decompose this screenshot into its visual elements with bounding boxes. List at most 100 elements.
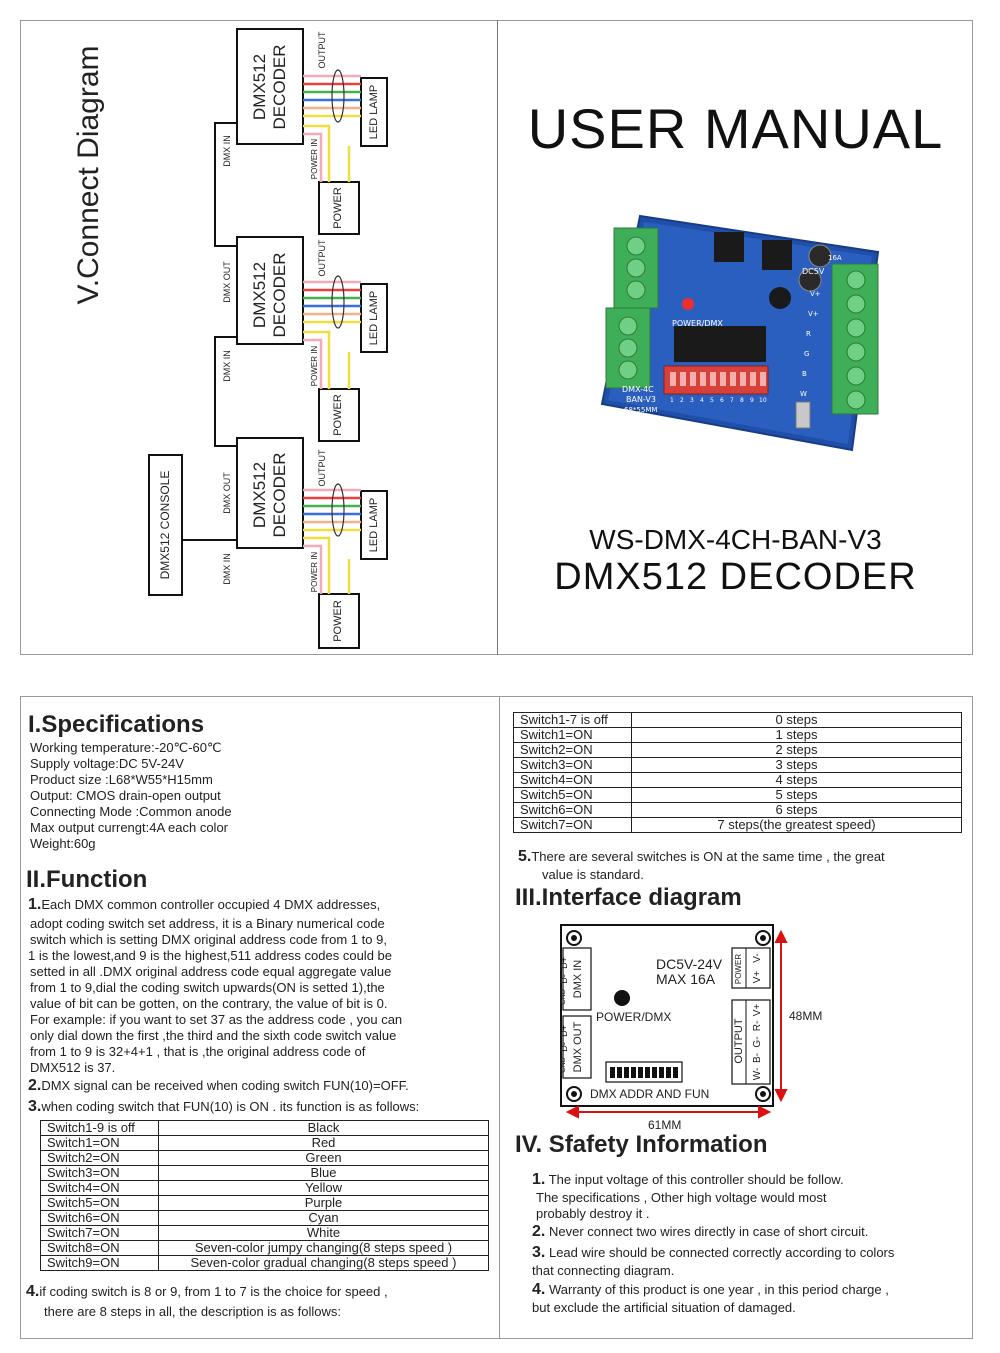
output-label-3: OUTPUT (317, 449, 327, 487)
specifications-heading: I.Specifications (28, 711, 205, 738)
safety-item-1-line-3: probably destroy it . (536, 1206, 650, 1221)
table-cell: Blue (158, 1165, 489, 1181)
table-cell: 6 steps (631, 802, 962, 818)
table-cell: 1 steps (631, 727, 962, 743)
safety-item-1-text-1: The input voltage of this controller sho… (548, 1172, 844, 1187)
table-cell: Seven-color jumpy changing(8 steps speed… (158, 1240, 489, 1256)
table-cell: 2 steps (631, 742, 962, 758)
function-p1-line-6: from 1 to 9,dial the coding switch upwar… (30, 980, 385, 995)
pcb-current-label: 16A (828, 254, 842, 262)
safety-item-1-number: 1. (532, 1171, 546, 1188)
safety-item-1-line-1: 1. The input voltage of this controller … (532, 1171, 844, 1188)
function-p1-line-2: adopt coding switch set address, it is a… (30, 916, 385, 931)
function-p4-number: 4. (26, 1283, 40, 1300)
function-p1-line-3: switch which is setting DMX original add… (30, 932, 387, 947)
function-p5-line-1: 5.There are several switches is ON at th… (518, 849, 885, 865)
connect-diagram (148, 28, 388, 649)
function-p1-line-7: value of bit can be gotten, on the contr… (30, 996, 388, 1011)
pcb-terminal-1: V+ (810, 290, 821, 298)
interface-diagram (560, 924, 788, 1119)
table-cell: Switch2=ON (513, 742, 632, 758)
table-cell: Green (158, 1150, 489, 1166)
pcb-terminal-6: W (800, 390, 807, 398)
pcb-terminal-4: G (804, 350, 809, 358)
function-p1-line-8: For example: if you want to set 37 as th… (30, 1012, 403, 1027)
safety-item-4-text-1: Warranty of this product is one year , i… (548, 1282, 889, 1297)
safety-heading: IV. Sfafety Information (515, 1131, 768, 1158)
table-cell: Purple (158, 1195, 489, 1211)
connect-diagram-title: V.Connect Diagram (72, 45, 105, 305)
table-cell: Switch7=ON (40, 1225, 159, 1241)
pcb-text-3: 68*55MM (624, 406, 657, 414)
safety-item-1-line-2: The specifications , Other high voltage … (536, 1190, 827, 1205)
table-cell: Switch1=ON (40, 1135, 159, 1151)
pcb-board-image: POWER/DMX DMX-4C BAN-V3 68*55MM DC5V 16A… (600, 214, 880, 452)
table-cell: Switch7=ON (513, 817, 632, 833)
spec-line-7: Weight:60g (30, 836, 96, 851)
function-p5-number: 5. (518, 848, 532, 865)
interface-output-pin-5: W- (752, 1067, 763, 1081)
function-p1-line-10: from 1 to 9 is 32+4+1 , that is ,the ori… (30, 1044, 366, 1059)
dmx-in-label-1: DMX IN (222, 135, 232, 167)
product-photo: POWER/DMX DMX-4C BAN-V3 68*55MM DC5V 16A… (596, 208, 896, 458)
safety-item-3-line-2: that connecting diagram. (532, 1263, 675, 1278)
power-box-label-2: POWER (332, 394, 344, 436)
spec-line-2: Supply voltage:DC 5V-24V (30, 756, 184, 771)
function-p3-number: 3. (28, 1098, 42, 1115)
dip-number-7: 7 (730, 397, 734, 404)
function-p5-text-1: There are several switches is ON at the … (531, 849, 885, 864)
table-cell: Switch1-9 is off (40, 1120, 159, 1136)
decoder-2-label-1: DMX512 (250, 261, 269, 329)
decoder-1-label-2: DECODER (270, 44, 289, 130)
safety-item-3-number: 3. (532, 1244, 546, 1261)
output-label-1: OUTPUT (317, 31, 327, 69)
table-cell: Switch6=ON (40, 1210, 159, 1226)
dmx-in-label-3: DMX IN (222, 553, 232, 585)
table-cell: Switch8=ON (40, 1240, 159, 1256)
dmx-in-label-2: DMX IN (222, 350, 232, 382)
function-p5-line-2: value is standard. (542, 867, 644, 882)
safety-item-4-line-1: 4. Warranty of this product is one year … (532, 1281, 889, 1298)
interface-in-pin-3: GND (560, 989, 567, 1005)
table-cell: Switch9=ON (40, 1255, 159, 1271)
table-cell: Switch4=ON (513, 772, 632, 788)
dmx-out-label-2: DMX OUT (222, 472, 232, 514)
safety-item-2-number: 2. (532, 1223, 546, 1240)
interface-power-pin-2: V- (752, 953, 763, 963)
safety-item-3-text-1: Lead wire should be connected correctly … (548, 1245, 895, 1260)
table-cell: 5 steps (631, 787, 962, 803)
table-cell: 0 steps (631, 712, 962, 728)
table-cell: Switch3=ON (40, 1165, 159, 1181)
dip-number-1: 1 (670, 397, 674, 404)
interface-power-label: POWER (734, 953, 743, 985)
table-cell: White (158, 1225, 489, 1241)
spec-line-5: Connecting Mode :Common anode (30, 804, 232, 819)
function-p3: 3.when coding switch that FUN(10) is ON … (28, 1099, 419, 1115)
power-box-label-1: POWER (332, 187, 344, 229)
function-p1-line-9: only dial down the first ,the third and … (30, 1028, 397, 1043)
table-cell: 3 steps (631, 757, 962, 773)
interface-dmx-addr: DMX ADDR AND FUN (590, 1087, 710, 1101)
interface-dmx-in: DMX IN (572, 959, 584, 999)
dip-number-10: 10 (759, 397, 767, 404)
pcb-power-label: POWER/DMX (672, 319, 723, 328)
decoder-2-label-2: DECODER (270, 252, 289, 338)
function-p4-text-1: if coding switch is 8 or 9, from 1 to 7 … (39, 1284, 388, 1299)
interface-height: 48MM (789, 1009, 823, 1023)
interface-max-current: MAX 16A (656, 971, 716, 987)
safety-item-2-text-1: Never connect two wires directly in case… (548, 1224, 869, 1239)
function-p1-text-1: Each DMX common controller occupied 4 DM… (41, 897, 381, 912)
table-cell: 4 steps (631, 772, 962, 788)
dmx-out-label-1: DMX OUT (222, 261, 232, 303)
